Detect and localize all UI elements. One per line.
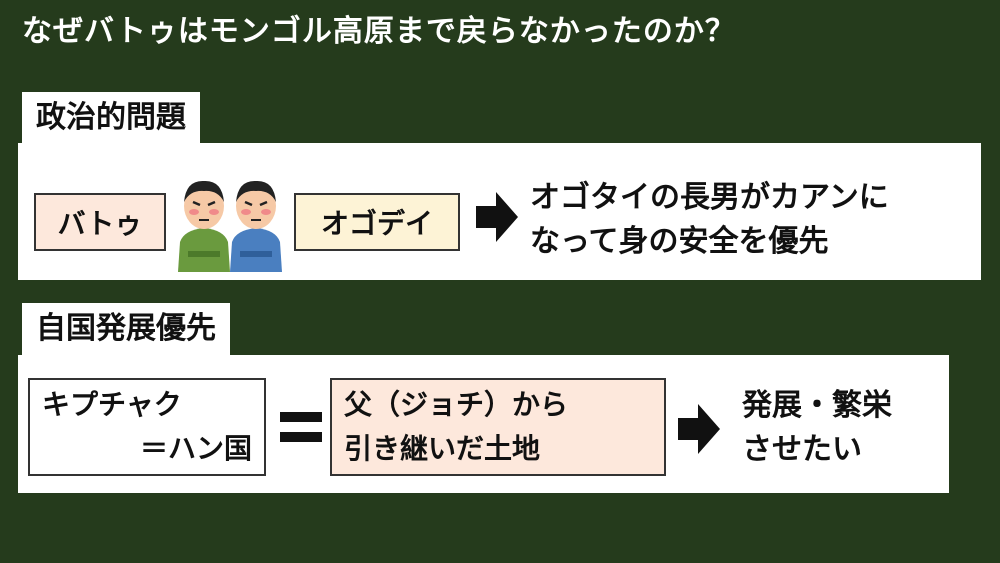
ogedei-box: オゴデイ (294, 193, 460, 251)
equals-icon (280, 412, 322, 442)
inherited-land-box: 父（ジョチ）から 引き継いだ土地 (330, 378, 666, 476)
ogedei-label: オゴデイ (320, 207, 433, 240)
section2-heading: 自国発展優先 (22, 303, 230, 355)
page-title: なぜバトゥはモンゴル高原まで戻らなかったのか？ (22, 14, 736, 49)
inherited-land-line1: 父（ジョチ）から (344, 388, 569, 421)
batu-label: バトゥ (57, 207, 143, 240)
inherited-land-line2: 引き継いだ土地 (344, 432, 541, 465)
section1-result-line1: オゴタイの長男がカアンに (530, 180, 889, 215)
section1-result-line2: なって身の安全を優先 (530, 224, 829, 259)
kipchak-line1: キプチャク (42, 388, 182, 421)
section1-heading: 政治的問題 (22, 92, 200, 144)
arguing-men-illustration (178, 180, 282, 272)
section2-result-line2: させたい (742, 432, 862, 467)
kipchak-box: キプチャク ＝ハン国 (28, 378, 266, 476)
batu-box: バトゥ (34, 193, 166, 251)
arrow-right-icon (476, 192, 518, 242)
section2-result-line1: 発展・繁栄 (742, 388, 892, 423)
arrow-right-icon (678, 404, 720, 454)
kipchak-line2: ＝ハン国 (139, 432, 252, 465)
